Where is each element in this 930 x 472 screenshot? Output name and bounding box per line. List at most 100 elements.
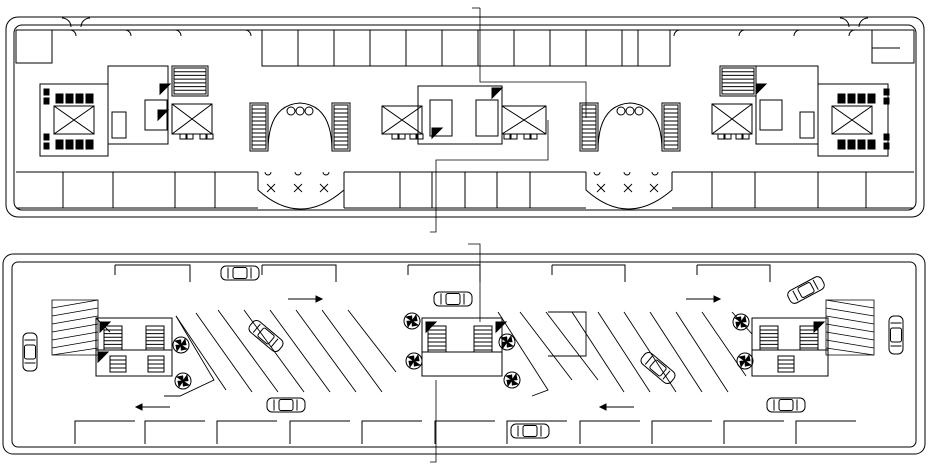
upper-top-shop-row — [15, 17, 915, 67]
wc-fixture — [55, 93, 64, 104]
basin — [43, 142, 50, 150]
solid-marks — [97, 83, 826, 364]
basin — [883, 133, 890, 141]
car — [266, 397, 306, 413]
column-mark — [99, 321, 112, 334]
basin — [43, 133, 50, 141]
car — [640, 351, 676, 385]
car — [220, 265, 260, 281]
upper-floor-plan — [5, 7, 925, 233]
lower-top-stall-markers — [114, 264, 771, 282]
car — [248, 319, 284, 353]
lower-floor-plan — [2, 243, 926, 463]
car — [787, 276, 825, 304]
stair-flight — [109, 355, 127, 373]
stairs — [103, 67, 819, 373]
wc-fixture — [75, 93, 84, 104]
car — [433, 291, 473, 307]
fan-symbol — [403, 312, 421, 330]
wc-fixture — [55, 139, 64, 150]
fan-symbol — [498, 333, 516, 351]
escalator-flight — [251, 104, 267, 150]
lower-angled-stalls-left — [164, 309, 397, 397]
wc-fixture — [847, 93, 856, 104]
wc-fixture — [75, 139, 84, 150]
wc-fixture — [65, 139, 74, 150]
stair-flight — [145, 329, 165, 349]
car — [766, 397, 806, 413]
column-mark — [159, 83, 172, 96]
room-tags — [179, 133, 750, 140]
basin — [43, 88, 50, 96]
upper-plan-inner-boundary — [13, 24, 917, 211]
wc-fixture — [867, 93, 876, 104]
column-mark — [431, 127, 444, 140]
wc-fixture — [837, 139, 846, 150]
lower-section-markers — [430, 243, 481, 463]
car — [22, 332, 38, 372]
stair-flight — [777, 355, 795, 373]
traffic-arrow — [134, 403, 170, 411]
stair-flight — [759, 329, 779, 349]
equipment-tag — [179, 133, 194, 140]
direction-arrows — [134, 295, 722, 411]
basin — [883, 97, 890, 105]
escalator-flight — [333, 104, 349, 150]
stair-flight — [103, 329, 123, 349]
upper-service-core-right — [711, 65, 889, 157]
equipment-tag — [199, 133, 214, 140]
equipment-tag — [503, 133, 518, 140]
wc-fixture — [847, 139, 856, 150]
core-fans — [172, 312, 754, 390]
wc-fixture — [65, 93, 74, 104]
equipment-tag — [391, 133, 406, 140]
car — [510, 423, 550, 439]
column-mark — [425, 321, 438, 334]
wc-fixture — [857, 93, 866, 104]
stair-flight — [721, 67, 755, 95]
stair-flight — [427, 329, 447, 351]
fan-symbol — [405, 352, 423, 370]
column-mark — [97, 351, 110, 364]
fan-symbol — [503, 371, 521, 389]
stair-flight — [173, 67, 207, 95]
upper-bottom-shop-row — [16, 171, 914, 210]
lower-plan-inner-boundary — [11, 261, 917, 448]
stair-flight — [147, 355, 165, 373]
lower-ramp-right — [825, 299, 875, 356]
lower-angled-stalls-right — [497, 311, 753, 397]
traffic-arrow — [686, 295, 722, 303]
fan-symbol — [732, 313, 750, 331]
wc-fixture — [867, 139, 876, 150]
traffic-arrow — [598, 403, 634, 411]
basin — [883, 88, 890, 96]
column-mark — [495, 321, 508, 334]
lower-plan-outer-boundary — [2, 253, 926, 455]
upper-section-markers — [430, 7, 587, 233]
escalator-flight — [663, 104, 679, 150]
stair-flight — [473, 329, 493, 351]
upper-atrium-bays — [249, 102, 681, 152]
lower-ramp-left — [51, 299, 99, 356]
lower-service-core-left — [95, 317, 173, 377]
parked-cars — [22, 265, 904, 439]
equipment-tag — [735, 133, 750, 140]
column-mark — [157, 109, 170, 122]
basin — [883, 142, 890, 150]
wc-fixture — [837, 93, 846, 104]
lower-service-core-center — [421, 317, 503, 377]
equipment-tag — [523, 133, 538, 140]
washroom-fixtures — [43, 88, 890, 150]
stair-flight — [799, 329, 819, 349]
car — [888, 315, 904, 355]
basin — [43, 97, 50, 105]
upper-entrance-fixtures — [264, 171, 659, 193]
equipment-tag — [717, 133, 732, 140]
escalator-flight — [581, 104, 597, 150]
upper-service-core-left — [39, 65, 213, 157]
column-mark — [491, 87, 504, 100]
column-mark — [755, 83, 768, 96]
lower-bottom-stall-markers — [74, 420, 856, 444]
